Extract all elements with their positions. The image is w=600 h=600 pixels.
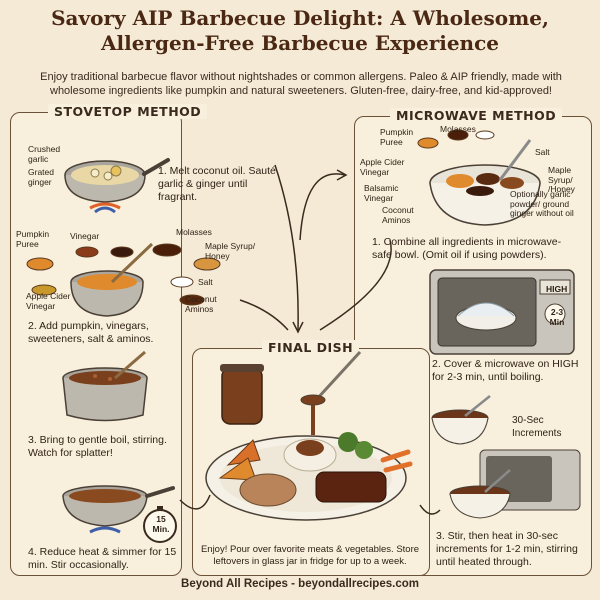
stovetop-step-2: 2. Add pumpkin, vinegars, sweeteners, sa… [28,320,154,345]
timer-label: 15 Min. [152,514,170,534]
label-grated-ginger: Grated ginger [28,167,54,187]
stovetop-step-4: 4. Reduce heat & simmer for 15 min. Stir… [28,546,177,571]
label-coconut-aminos: Coconut Aminos [185,294,217,314]
final-plate-illustration [205,350,413,521]
microwave-increments-label: 30-Sec Increments [512,415,562,439]
microwave-step-2: 2. Cover & microwave on HIGH for 2-3 min… [432,358,579,383]
simmer-pan-illustration [62,485,175,534]
stovetop-title: STOVETOP METHOD [48,104,208,119]
stirring-bowls-illustration [431,395,581,519]
label-crushed-garlic: Crushed garlic [28,144,61,164]
footer-credit: Beyond All Recipes - beyondallrecipes.co… [181,578,419,590]
microwave-title: MICROWAVE METHOD [390,108,563,123]
microwave-step-3: 3. Stir, then heat in 30-sec increments … [436,530,578,568]
label-apple-cider-vinegar: Apple Cider Vinegar [26,291,71,311]
ingredients-pot-illustration [26,242,221,317]
microwave-step-1: 1. Combine all ingredients in microwave-… [372,236,562,261]
stovetop-step-1: 1. Melt coconut oil. Sauté garlic & ging… [158,165,276,203]
label-salt: Salt [198,277,213,287]
microwave-timer-label: 2-3 Min [549,307,565,327]
mw-label-maple: Maple Syrup/ /Honey [548,165,575,194]
page-subtitle: Enjoy traditional barbecue flavor withou… [40,71,562,97]
mixing-bowl-illustration [417,129,541,226]
microwave-oven-illustration [429,269,575,355]
mw-label-acv: Apple Cider Vinegar [360,157,405,177]
microwave-high-label: HIGH [546,284,568,294]
label-pumpkin-puree: Pumpkin Puree [16,229,50,249]
mw-label-molasses: Molasses [440,124,476,134]
timer-icon [143,506,177,543]
label-maple-syrup: Maple Syrup/ Honey [205,241,256,261]
mw-label-pumpkin: Pumpkin Puree [380,127,414,147]
final-dish-title: FINAL DISH [262,340,360,355]
mw-label-salt: Salt [535,147,550,157]
final-dish-caption: Enjoy! Pour over favorite meats & vegeta… [200,544,420,567]
label-vinegar: Vinegar [70,231,100,241]
mw-label-coconut: Coconut Aminos [382,205,414,225]
boiling-pot-illustration [62,350,148,422]
stovetop-step-3: 3. Bring to gentle boil, stirring. Watch… [28,434,167,459]
label-molasses: Molasses [176,227,212,237]
page-title: Savory AIP Barbecue Delight: A Wholesome… [51,6,549,55]
mw-label-optional: Optionally garlic powder/ ground ginger … [510,189,574,218]
saute-pan-illustration [64,158,170,214]
mw-label-balsamic: Balsamic Vinegar [364,183,399,203]
